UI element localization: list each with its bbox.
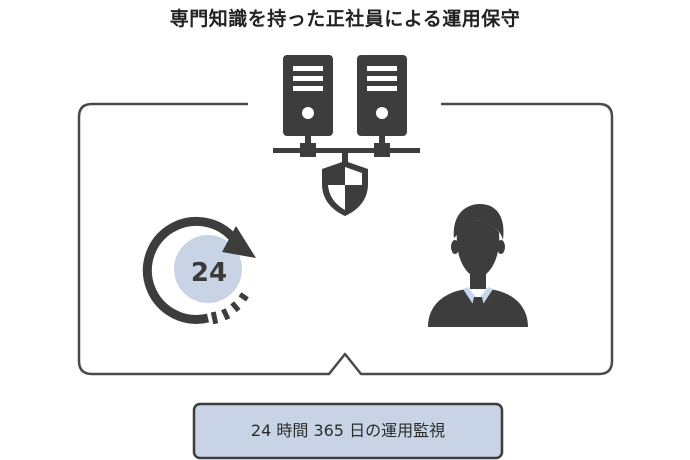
shield-icon — [322, 161, 368, 216]
page-title: 専門知識を持った正社員による運用保守 — [169, 8, 521, 30]
server-icon — [357, 55, 407, 136]
callout-box — [192, 402, 504, 460]
frame-outline — [77, 102, 614, 376]
server-icon — [283, 55, 333, 136]
callout-label: 24 時間 365 日の運用監視 — [250, 421, 446, 440]
network-line — [273, 136, 420, 164]
person-icon — [428, 204, 528, 327]
clock-24-icon — [142, 216, 256, 325]
clock-24-label: 24 — [190, 258, 228, 288]
